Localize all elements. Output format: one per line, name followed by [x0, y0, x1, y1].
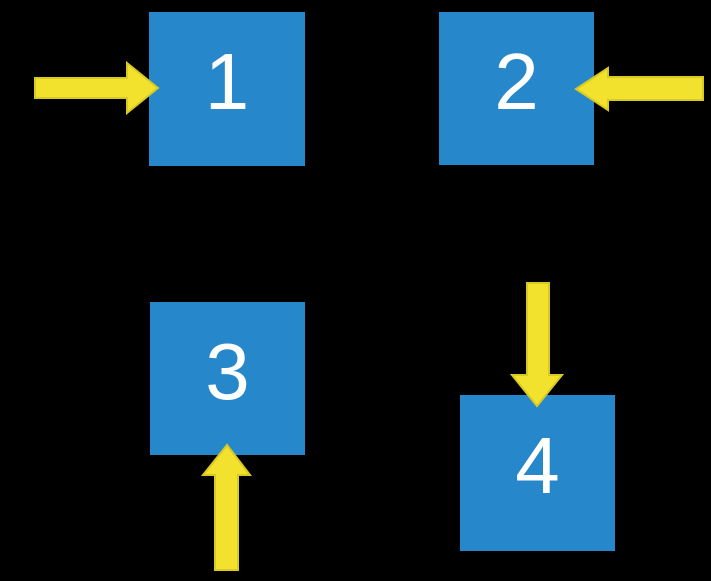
arrow-down-icon: [509, 282, 565, 408]
box-4-label: 4: [515, 421, 560, 510]
box-1-label: 1: [204, 37, 250, 126]
box-3-label: 3: [205, 326, 250, 416]
box-3: 3: [150, 302, 305, 455]
arrow-up-icon: [200, 443, 253, 571]
box-2: 2: [439, 12, 594, 165]
box-4: 4: [460, 395, 615, 551]
arrow-right-icon: [34, 60, 160, 116]
box-1: 1: [149, 12, 305, 166]
arrow-left-icon: [574, 66, 704, 112]
box-2-label: 2: [494, 36, 539, 126]
